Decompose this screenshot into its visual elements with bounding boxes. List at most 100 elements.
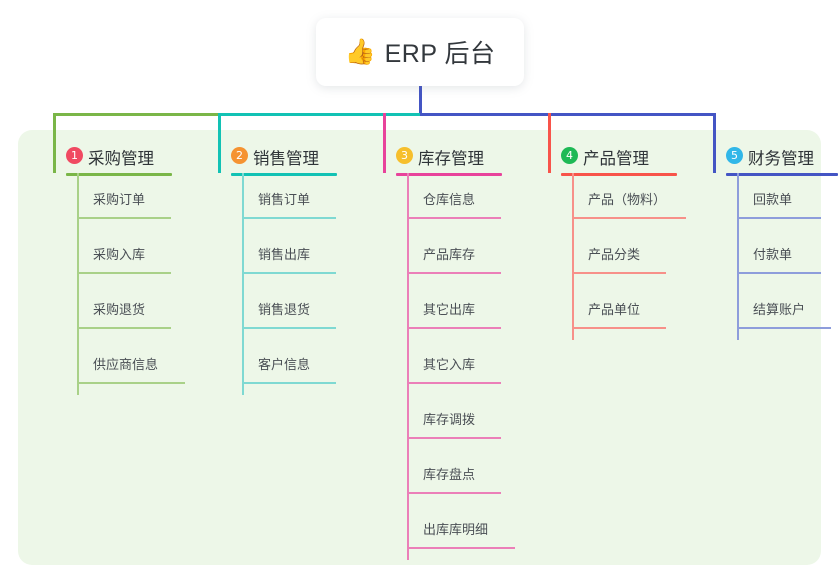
leaf-item[interactable]: 采购订单	[77, 173, 171, 228]
branch-underline	[561, 173, 677, 176]
leaf-item[interactable]: 回款单	[737, 173, 821, 228]
leaf-item[interactable]: 销售订单	[242, 173, 336, 228]
branch-spine	[407, 173, 409, 560]
leaf-label: 库存调拨	[423, 412, 476, 427]
leaf-item[interactable]: 库存盘点	[407, 448, 501, 503]
leaf-label: 产品分类	[588, 247, 641, 262]
leaf-label: 产品单位	[588, 302, 641, 317]
branch-number-badge: 2	[231, 147, 248, 164]
leaf-underline	[242, 327, 336, 329]
branch-underline	[231, 173, 337, 176]
leaf-item[interactable]: 结算账户	[737, 283, 831, 338]
leaf-underline	[737, 327, 831, 329]
leaf-underline	[407, 492, 501, 494]
branch-drop-line	[53, 113, 56, 173]
branch-title: 库存管理	[418, 150, 484, 168]
leaf-underline	[242, 272, 336, 274]
branch-drop-line	[548, 113, 551, 173]
branch-drop-line	[218, 113, 221, 173]
branch-header-2[interactable]: 2 销售管理	[207, 142, 372, 172]
leaf-item[interactable]: 销售出库	[242, 228, 336, 283]
branch-underline	[66, 173, 172, 176]
leaf-underline	[572, 327, 666, 329]
leaf-underline	[737, 272, 821, 274]
leaf-label: 其它入库	[423, 357, 476, 372]
leaf-label: 采购退货	[93, 302, 146, 317]
leaf-item[interactable]: 产品库存	[407, 228, 501, 283]
leaf-label: 采购入库	[93, 247, 146, 262]
leaf-label: 库存盘点	[423, 467, 476, 482]
branch-number-badge: 3	[396, 147, 413, 164]
leaf-item[interactable]: 销售退货	[242, 283, 336, 338]
leaf-label: 付款单	[753, 247, 793, 262]
leaf-item[interactable]: 其它出库	[407, 283, 501, 338]
branch-column-财务管理: 5 财务管理回款单付款单结算账户	[702, 142, 839, 340]
leaf-item[interactable]: 供应商信息	[77, 338, 185, 393]
branch-title: 销售管理	[253, 150, 319, 168]
leaf-label: 客户信息	[258, 357, 311, 372]
leaf-underline	[407, 382, 501, 384]
branch-column-采购管理: 1 采购管理采购订单采购入库采购退货供应商信息	[42, 142, 207, 395]
branch-drop-line	[383, 113, 386, 173]
branch-number-badge: 1	[66, 147, 83, 164]
leaf-underline	[242, 382, 336, 384]
leaf-label: 供应商信息	[93, 357, 159, 372]
leaf-item[interactable]: 其它入库	[407, 338, 501, 393]
leaf-item[interactable]: 采购入库	[77, 228, 171, 283]
leaf-underline	[77, 382, 185, 384]
leaf-item[interactable]: 产品（物料）	[572, 173, 686, 228]
connector-bar-teal	[218, 113, 420, 116]
root-title: ERP 后台	[384, 40, 496, 68]
leaf-underline	[77, 272, 171, 274]
leaf-item[interactable]: 产品单位	[572, 283, 666, 338]
branch-column-销售管理: 2 销售管理销售订单销售出库销售退货客户信息	[207, 142, 372, 395]
branch-title: 财务管理	[748, 150, 814, 168]
branch-spine	[77, 173, 79, 395]
leaf-item[interactable]: 客户信息	[242, 338, 336, 393]
branch-spine	[737, 173, 739, 340]
connector-bar-blue	[420, 113, 716, 116]
leaf-underline	[77, 327, 171, 329]
thumbs-up-icon: 👍	[344, 37, 376, 66]
branch-underline	[396, 173, 502, 176]
leaf-underline	[407, 547, 515, 549]
leaf-label: 其它出库	[423, 302, 476, 317]
leaf-item[interactable]: 库存调拨	[407, 393, 501, 448]
leaf-label: 出库库明细	[423, 522, 489, 537]
branch-title: 采购管理	[88, 150, 154, 168]
leaf-underline	[242, 217, 336, 219]
branch-spine	[242, 173, 244, 395]
leaf-label: 产品（物料）	[588, 192, 667, 207]
branch-header-3[interactable]: 3 库存管理	[372, 142, 537, 172]
branch-header-5[interactable]: 5 财务管理	[702, 142, 839, 172]
branch-spine	[572, 173, 574, 340]
leaf-item[interactable]: 出库库明细	[407, 503, 515, 558]
leaf-underline	[407, 327, 501, 329]
leaf-label: 销售退货	[258, 302, 311, 317]
leaf-underline	[737, 217, 821, 219]
leaf-item[interactable]: 产品分类	[572, 228, 666, 283]
leaf-underline	[407, 272, 501, 274]
branch-drop-line	[713, 113, 716, 173]
branch-number-badge: 5	[726, 147, 743, 164]
leaf-underline	[407, 437, 501, 439]
leaf-item[interactable]: 仓库信息	[407, 173, 501, 228]
branch-header-1[interactable]: 1 采购管理	[42, 142, 207, 172]
leaf-label: 销售订单	[258, 192, 311, 207]
leaf-item[interactable]: 采购退货	[77, 283, 171, 338]
leaf-item[interactable]: 付款单	[737, 228, 821, 283]
root-node[interactable]: 👍 ERP 后台	[316, 18, 524, 86]
leaf-underline	[407, 217, 501, 219]
leaf-underline	[572, 272, 666, 274]
branch-underline	[726, 173, 838, 176]
leaf-label: 销售出库	[258, 247, 311, 262]
connector-bar-green	[53, 113, 218, 116]
branch-title: 产品管理	[583, 150, 649, 168]
branch-column-库存管理: 3 库存管理仓库信息产品库存其它出库其它入库库存调拨库存盘点出库库明细	[372, 142, 537, 560]
leaf-label: 采购订单	[93, 192, 146, 207]
leaf-label: 仓库信息	[423, 192, 476, 207]
leaf-label: 结算账户	[753, 302, 806, 317]
leaf-underline	[77, 217, 171, 219]
